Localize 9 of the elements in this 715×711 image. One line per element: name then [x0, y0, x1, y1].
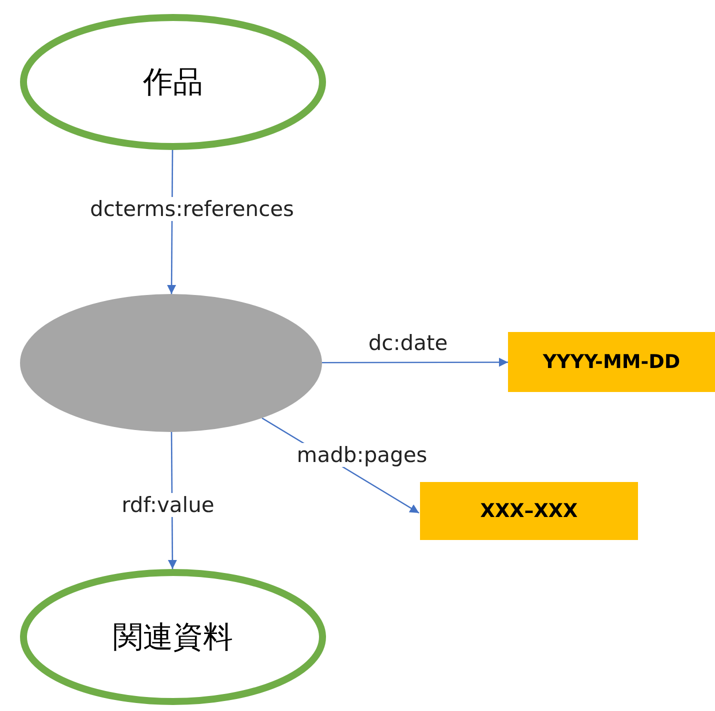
- ellipse-node: [20, 569, 326, 705]
- ellipse-node: [20, 14, 326, 150]
- value-box: YYYY-MM-DD: [508, 332, 715, 392]
- ellipse-node: [20, 294, 322, 432]
- node-label: 作品: [143, 64, 203, 102]
- edge-label: dcterms:references: [88, 197, 296, 221]
- arrow: [322, 358, 508, 367]
- node-label: 関連資料: [113, 618, 233, 656]
- value-box: XXX–XXX: [420, 482, 638, 540]
